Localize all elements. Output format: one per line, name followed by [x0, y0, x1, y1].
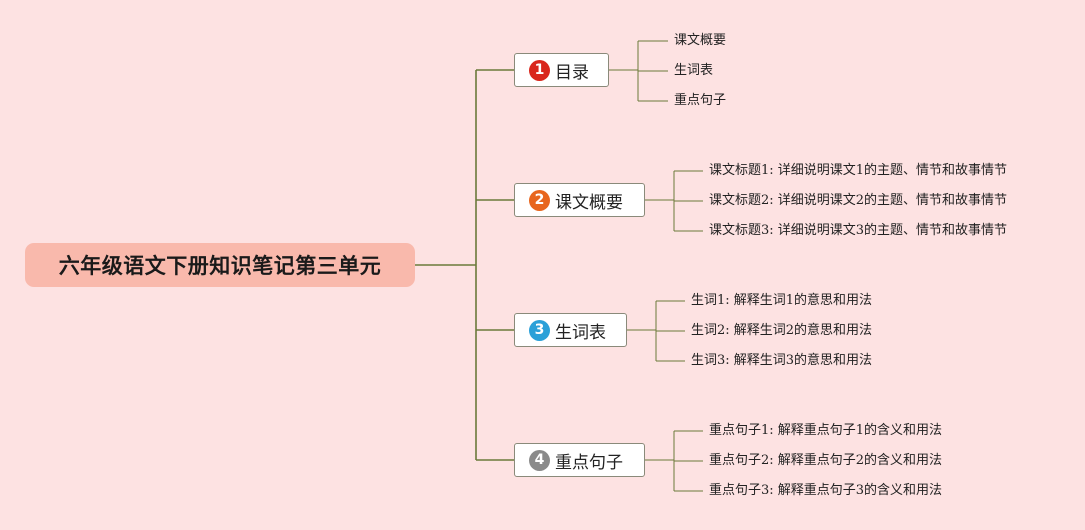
branch-label: 课文概要: [555, 192, 623, 213]
branch-key-sentences[interactable]: 4 重点句子: [514, 443, 645, 477]
branch-label: 重点句子: [555, 452, 623, 473]
leaf-item[interactable]: 生词1: 解释生词1的意思和用法: [691, 293, 873, 308]
branch-vocabulary[interactable]: 3 生词表: [514, 313, 627, 347]
root-topic[interactable]: 六年级语文下册知识笔记第三单元: [25, 243, 415, 287]
branch-summary[interactable]: 2 课文概要: [514, 183, 645, 217]
leaf-item[interactable]: 重点句子1: 解释重点句子1的含义和用法: [709, 423, 943, 438]
leaf-item[interactable]: 生词2: 解释生词2的意思和用法: [691, 323, 873, 338]
leaf-item[interactable]: 重点句子2: 解释重点句子2的含义和用法: [709, 453, 943, 468]
leaf-item[interactable]: 生词表: [674, 63, 714, 78]
branch-label: 生词表: [555, 322, 606, 343]
leaf-item[interactable]: 重点句子: [674, 93, 727, 108]
leaf-item[interactable]: 课文标题2: 详细说明课文2的主题、情节和故事情节: [709, 193, 1008, 208]
branch-label: 目录: [555, 62, 589, 83]
leaf-item[interactable]: 课文标题1: 详细说明课文1的主题、情节和故事情节: [709, 163, 1008, 178]
leaf-item[interactable]: 课文标题3: 详细说明课文3的主题、情节和故事情节: [709, 223, 1008, 238]
number-4-icon: 4: [529, 449, 550, 471]
branch-toc[interactable]: 1 目录: [514, 53, 609, 87]
leaf-item[interactable]: 课文概要: [674, 33, 727, 48]
leaf-item[interactable]: 重点句子3: 解释重点句子3的含义和用法: [709, 483, 943, 498]
number-1-icon: 1: [529, 59, 550, 81]
number-2-icon: 2: [529, 189, 550, 211]
leaf-item[interactable]: 生词3: 解释生词3的意思和用法: [691, 353, 873, 368]
root-topic-label: 六年级语文下册知识笔记第三单元: [58, 254, 382, 278]
number-3-icon: 3: [529, 319, 550, 341]
